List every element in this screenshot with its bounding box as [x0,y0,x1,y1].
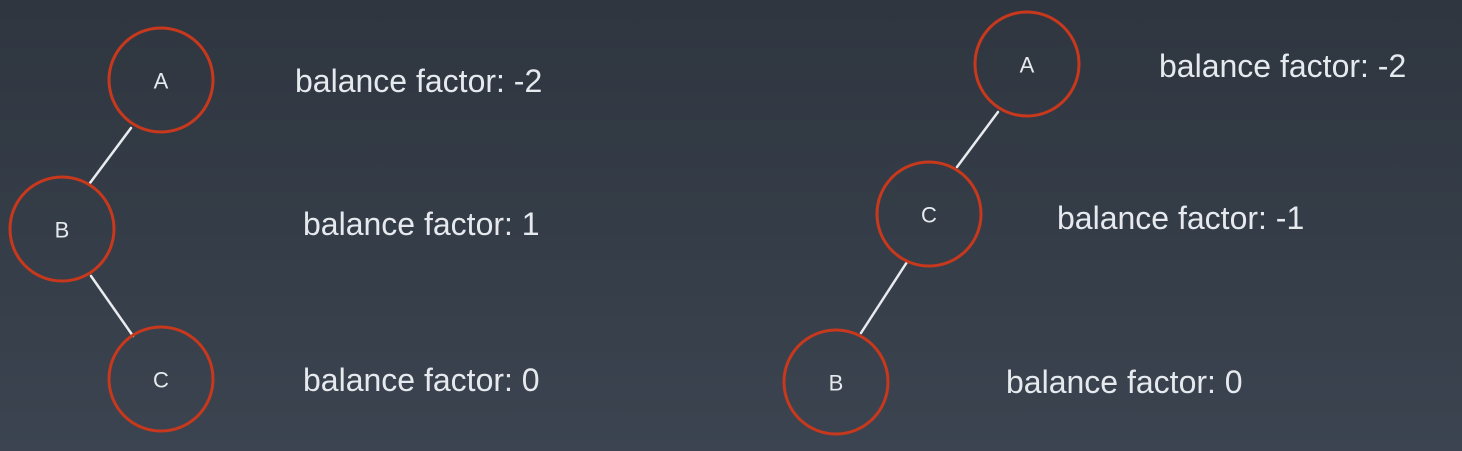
tree1-node-a-label: A [154,69,169,94]
tree1-node-c: C [107,325,215,433]
tree1-node-b: B [8,175,116,283]
tree1-node-b-label: B [55,218,70,243]
tree2-node-a-label: A [1020,53,1035,78]
tree2-node-c-label: C [921,203,937,228]
tree2-node-c: C [875,160,983,268]
tree1-node-c-label: C [153,368,169,393]
tree1-edge-b-c [89,274,135,338]
tree2-edge-c-b [859,260,909,335]
tree2-node-a-balance-factor: balance factor: -2 [1159,48,1406,84]
tree2-node-b: B [782,328,890,436]
tree1-node-a-balance-factor: balance factor: -2 [295,63,542,99]
tree1-node-b-balance-factor: balance factor: 1 [303,206,540,242]
tree2-node-b-balance-factor: balance factor: 0 [1006,364,1243,400]
tree1-node-a: A [107,26,215,134]
tree2-node-c-balance-factor: balance factor: -1 [1057,200,1304,236]
tree2-node-a: A [973,10,1081,118]
tree1-edge-a-b [88,126,133,185]
tree2-edge-a-c [955,110,1000,169]
tree2-node-b-label: B [829,371,844,396]
tree1-node-c-balance-factor: balance factor: 0 [303,362,540,398]
